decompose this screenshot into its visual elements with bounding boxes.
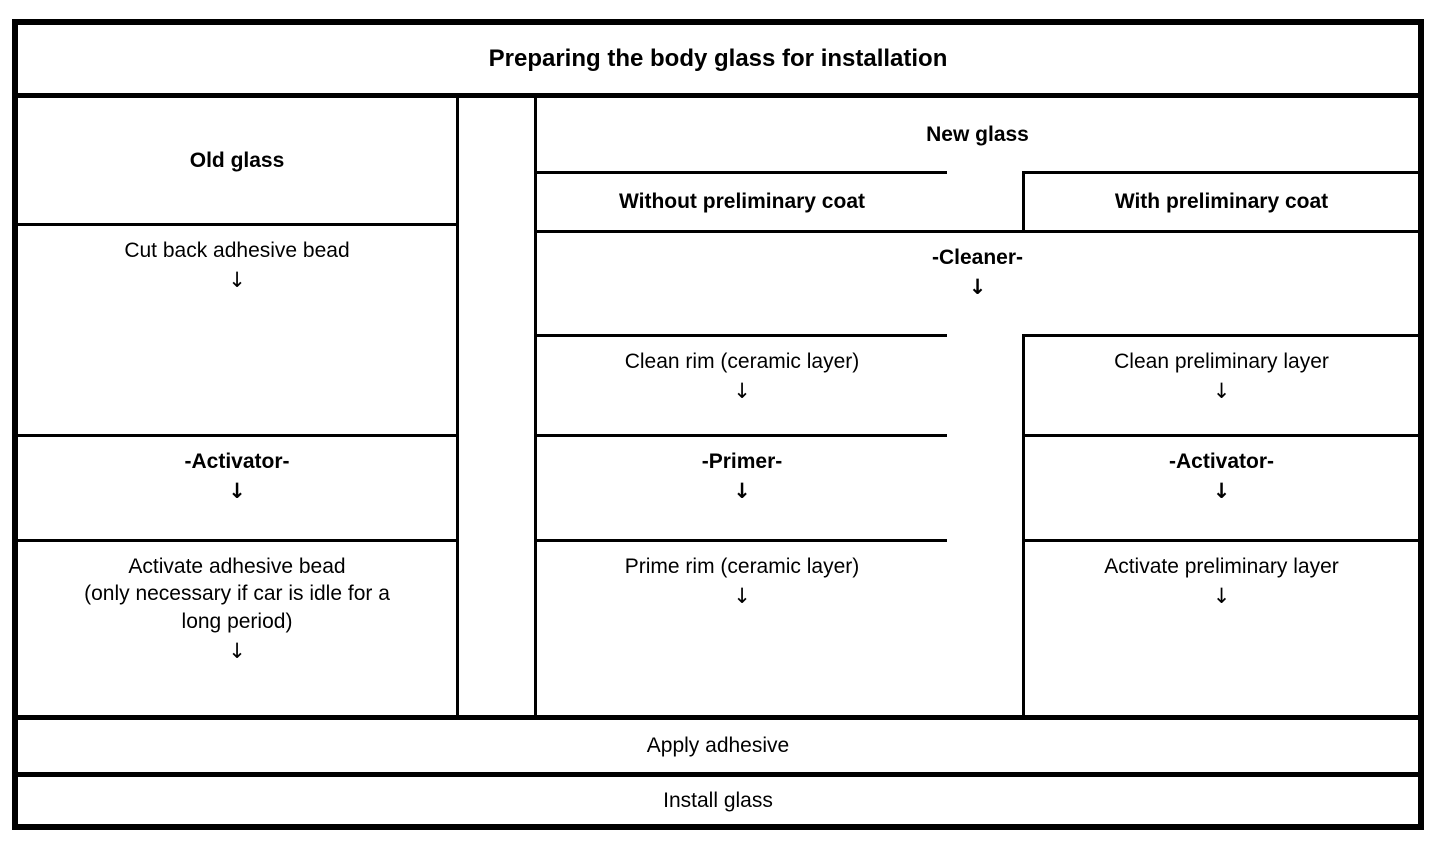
step-apply-adhesive-label: Apply adhesive: [646, 734, 790, 758]
step-activate-preliminary-layer-label: Activate preliminary layer: [1104, 555, 1339, 578]
step-activator-new-glass-label: -Activator-: [1168, 450, 1274, 473]
chart-title-text: Preparing the body glass for installatio…: [488, 45, 948, 73]
down-arrow-icon: ↓: [968, 275, 987, 300]
step-cut-back-adhesive-bead-label: Cut back adhesive bead: [124, 239, 350, 262]
column-header-old-glass-label: Old glass: [189, 148, 285, 172]
step-clean-rim: Clean rim (ceramic layer) ↓: [534, 334, 947, 434]
column-header-new-glass: New glass: [534, 98, 1418, 171]
step-activator-new-glass: -Activator- ↓: [1022, 434, 1418, 539]
column-header-new-glass-label: New glass: [926, 122, 1029, 146]
step-apply-adhesive: Apply adhesive: [18, 715, 1418, 772]
step-install-glass: Install glass: [18, 772, 1418, 824]
column-separator-gap-inner: [947, 334, 1022, 715]
step-activate-preliminary-layer: Activate preliminary layer ↓: [1022, 539, 1418, 715]
down-arrow-icon: ↓: [228, 479, 246, 504]
step-prime-rim: Prime rim (ceramic layer) ↓: [534, 539, 947, 715]
step-cleaner-label: -Cleaner-: [931, 246, 1024, 269]
step-primer: -Primer- ↓: [534, 434, 947, 539]
down-arrow-icon: ↓: [733, 584, 751, 609]
step-clean-preliminary-layer: Clean preliminary layer ↓: [1022, 334, 1418, 434]
flowchart-container: Preparing the body glass for installatio…: [12, 19, 1424, 830]
down-arrow-icon: ↓: [228, 638, 246, 663]
down-arrow-icon: ↓: [1212, 379, 1231, 404]
down-arrow-icon: ↓: [228, 268, 246, 293]
chart-title: Preparing the body glass for installatio…: [18, 25, 1418, 98]
column-header-with-preliminary-coat-label: With preliminary coat: [1114, 190, 1329, 214]
step-primer-label: -Primer-: [701, 450, 783, 473]
column-header-with-preliminary-coat: With preliminary coat: [1022, 171, 1418, 230]
down-arrow-icon: ↓: [733, 479, 751, 504]
step-clean-rim-label: Clean rim (ceramic layer): [624, 350, 860, 373]
column-separator-gap-outer: [456, 98, 534, 715]
step-cut-back-adhesive-bead: Cut back adhesive bead ↓: [18, 223, 459, 434]
down-arrow-icon: ↓: [1212, 479, 1231, 504]
step-activator-old-glass: -Activator- ↓: [18, 434, 459, 539]
step-activate-adhesive-bead-label: Activate adhesive bead (only necessary i…: [84, 555, 390, 633]
step-activate-adhesive-bead: Activate adhesive bead (only necessary i…: [18, 539, 459, 715]
down-arrow-icon: ↓: [1212, 584, 1231, 609]
step-prime-rim-label: Prime rim (ceramic layer): [624, 555, 860, 578]
down-arrow-icon: ↓: [733, 379, 751, 404]
column-separator-gap-inner-header: [947, 171, 1022, 230]
step-cleaner: -Cleaner- ↓: [534, 230, 1418, 334]
step-activator-old-glass-label: -Activator-: [184, 450, 290, 473]
column-header-old-glass: Old glass: [18, 98, 459, 223]
column-header-without-preliminary-coat: Without preliminary coat: [534, 171, 947, 230]
column-header-without-preliminary-coat-label: Without preliminary coat: [618, 190, 865, 214]
step-install-glass-label: Install glass: [663, 788, 773, 812]
step-clean-preliminary-layer-label: Clean preliminary layer: [1114, 350, 1329, 373]
